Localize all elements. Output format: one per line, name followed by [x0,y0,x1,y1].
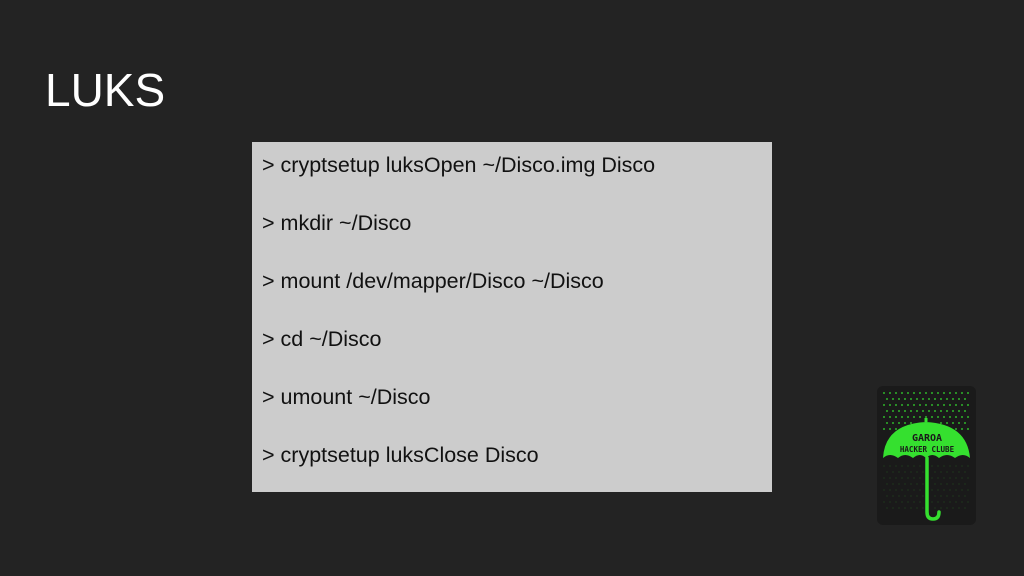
command-line: > cryptsetup luksClose Disco [262,443,539,467]
command-line: > cd ~/Disco [262,327,382,351]
command-line: > umount ~/Disco [262,385,431,409]
command-line: > cryptsetup luksOpen ~/Disco.img Disco [262,153,656,177]
slide-title: LUKS [45,64,166,116]
command-box: > cryptsetup luksOpen ~/Disco.img Disco … [252,142,772,492]
umbrella-icon: GAROA HACKER CLUBE [883,392,970,521]
garoa-hacker-clube-logo: GAROA HACKER CLUBE [877,386,976,525]
logo-line1: GAROA [912,433,942,444]
logo-line2: HACKER CLUBE [900,445,955,454]
command-line: > mkdir ~/Disco [262,211,412,235]
command-line: > mount /dev/mapper/Disco ~/Disco [262,269,604,293]
